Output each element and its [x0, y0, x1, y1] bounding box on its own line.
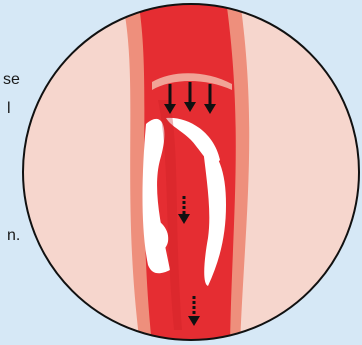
- blood-vessel-illustration: [0, 0, 362, 345]
- diagram-stage: se l n.: [0, 0, 362, 345]
